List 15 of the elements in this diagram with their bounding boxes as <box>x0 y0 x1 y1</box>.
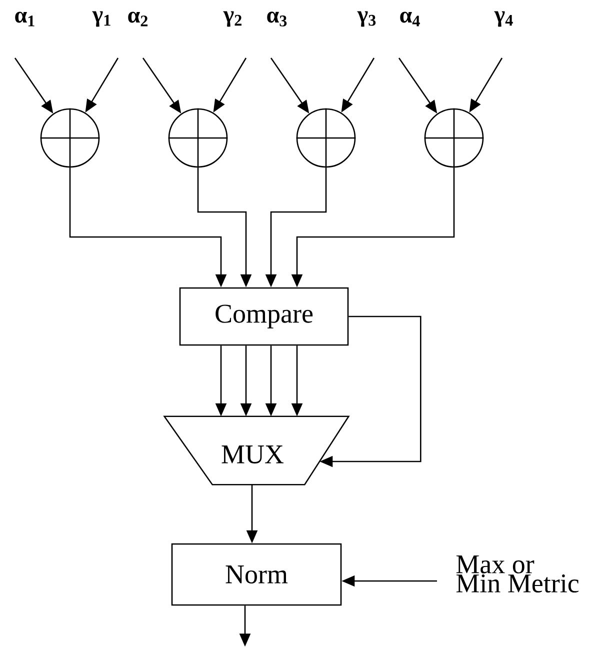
input-label: α$_{1}$ <box>15 12 34 26</box>
adder-symbol <box>424 108 484 168</box>
input-label: γ$_{4}$ <box>494 11 513 27</box>
input-label: α$_{2}$ <box>128 12 148 26</box>
adder-symbol <box>40 108 100 168</box>
process-box: Compare <box>179 287 349 346</box>
input-label: α$_{4}$ <box>400 12 420 26</box>
adder-symbol <box>296 108 356 168</box>
input-label: γ$_{3}$ <box>357 11 376 27</box>
process-box: Norm <box>171 543 342 606</box>
input-text: Max or Min Metric <box>456 555 579 593</box>
input-label: γ$_{1}$ <box>92 11 110 27</box>
input-label: α$_{3}$ <box>267 12 287 26</box>
input-label: γ$_{2}$ <box>223 11 242 27</box>
adder-symbol <box>168 108 228 168</box>
